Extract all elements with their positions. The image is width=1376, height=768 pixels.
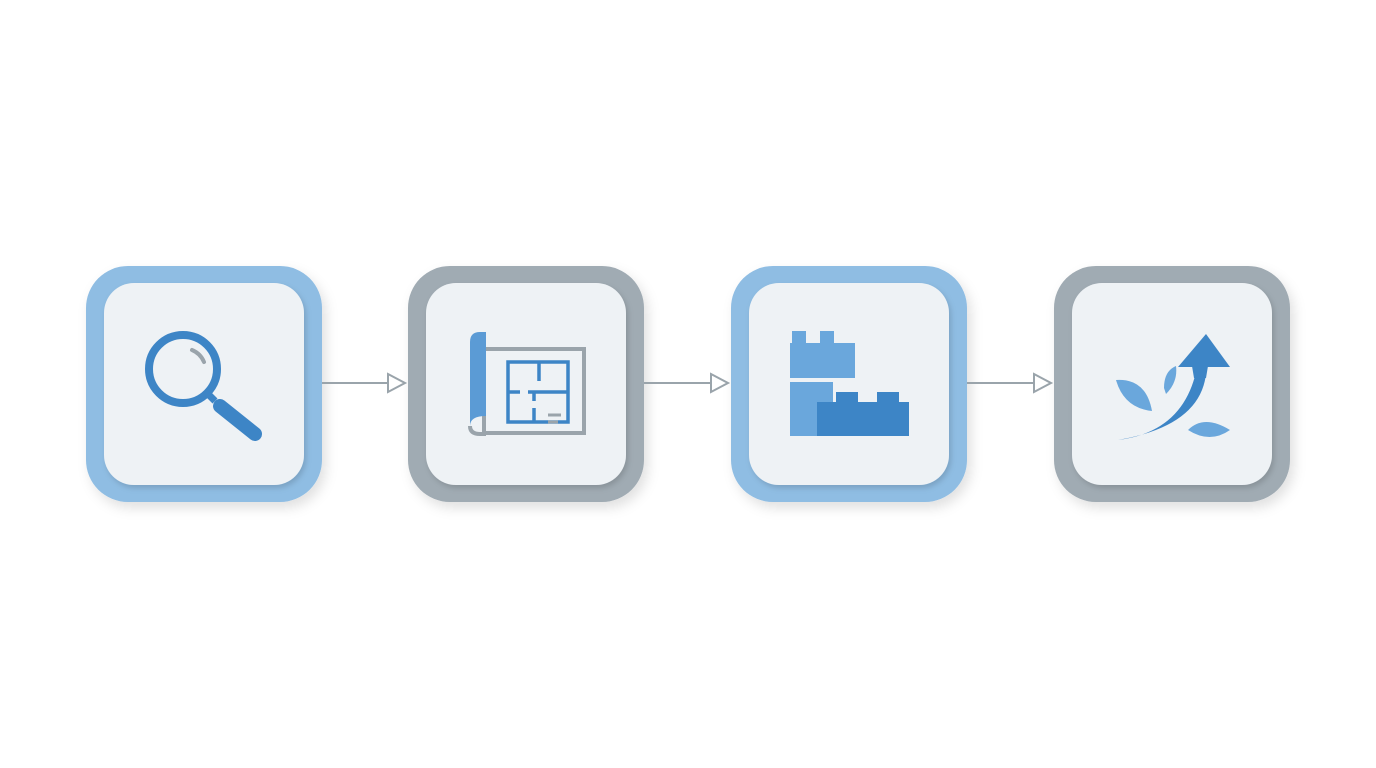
step-4-tile [1054,266,1290,502]
growth-arrow-leaves-icon [1116,334,1230,440]
connector-arrow-2 [644,372,731,394]
blueprint-icon [468,332,586,436]
step-1-tile [86,266,322,502]
connector-arrow-1 [322,372,408,394]
step-2-tile [408,266,644,502]
tile-face [104,283,304,485]
building-blocks-icon [790,331,909,436]
step-3-tile [731,266,967,502]
connector-arrow-3 [967,372,1054,394]
tile-face [426,283,626,485]
tile-face [749,283,949,485]
magnifying-glass-icon [145,331,262,441]
